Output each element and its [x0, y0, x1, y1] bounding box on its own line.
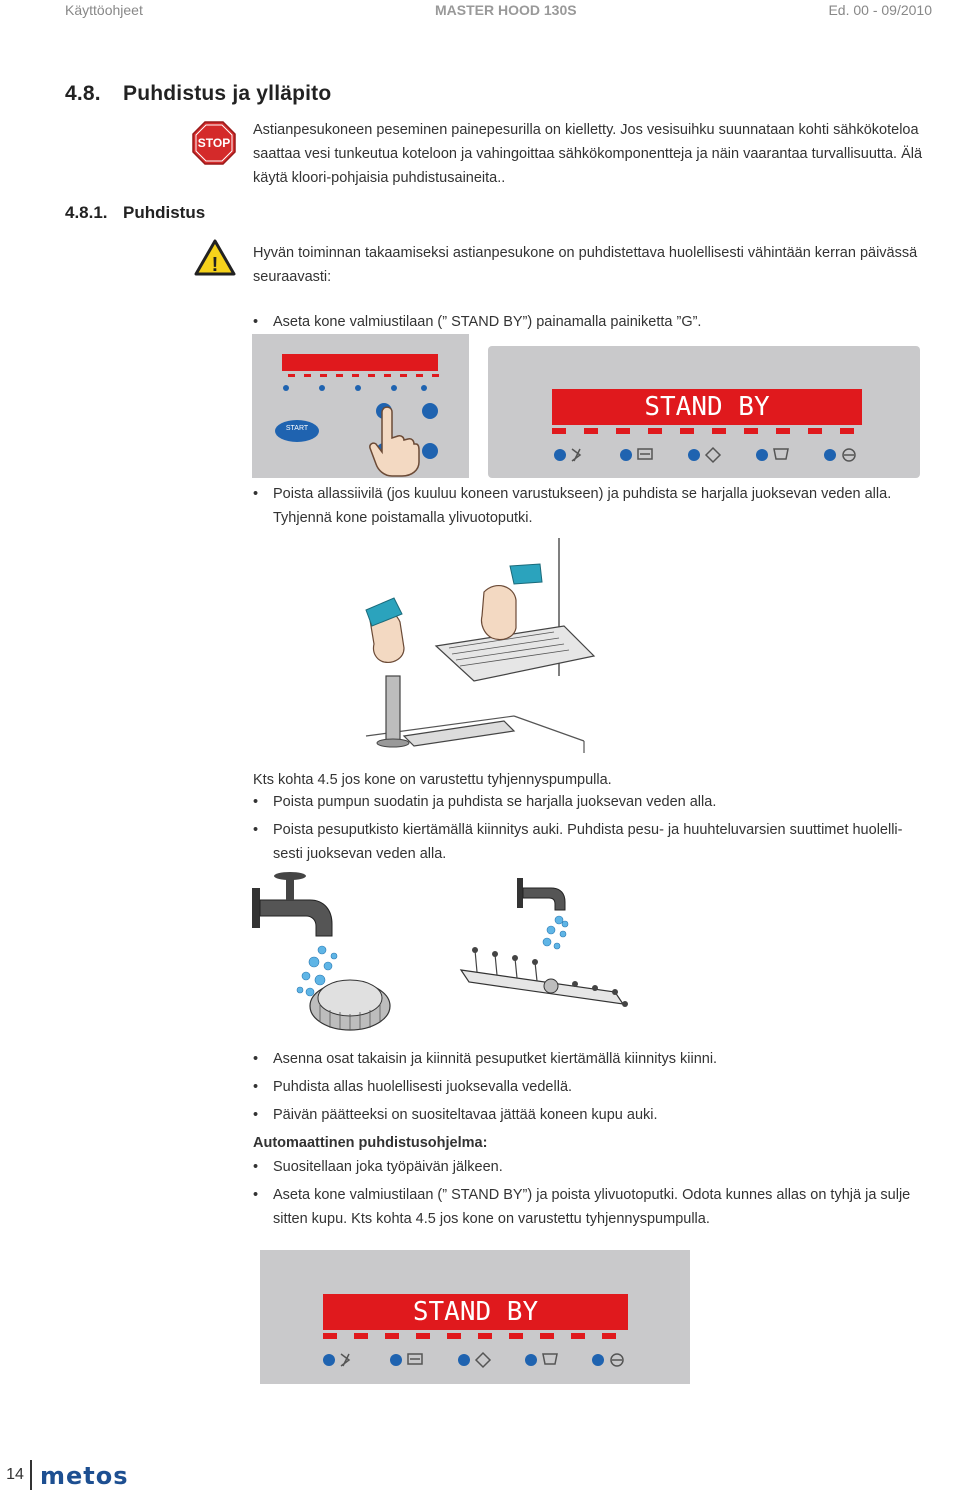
control-panel-large: STAND BY — [488, 346, 920, 478]
bullet-leave-hood-open: Päivän päätteeksi on suositeltavaa jättä… — [253, 1103, 658, 1127]
header-manual-type: Käyttöohjeet — [65, 2, 143, 18]
pump-note: Kts kohta 4.5 jos kone on varustettu tyh… — [253, 772, 612, 788]
control-panel-small-graphics — [275, 374, 439, 459]
subsection-number: 4.8.1. — [65, 203, 108, 222]
warning-triangle-icon: ! — [194, 239, 236, 276]
bullet-remove-filter: Poista allassiivilä (jos kuuluu koneen v… — [253, 482, 891, 530]
subsection-title-text: Puhdistus — [123, 203, 206, 222]
warning-sign-text: ! — [212, 254, 219, 276]
subsection-title: 4.8.1. Puhdistus — [65, 203, 205, 223]
bullet-line: Aseta kone valmiustilaan (” STAND BY”) j… — [273, 1187, 911, 1203]
stop-sign-text: STOP — [198, 136, 230, 150]
filter-removal-illustration — [365, 538, 596, 753]
tap-wash-arm-illustration — [459, 878, 628, 1007]
tap-filter-illustration — [252, 872, 391, 1031]
paragraph-line: saattaa vesi tunkeutua koteloon ja vahin… — [253, 146, 923, 162]
section-title-text: Puhdistus ja ylläpito — [123, 82, 332, 105]
paragraph-stop-warning: Astianpesukoneen peseminen painepesurill… — [253, 118, 922, 190]
auto-cleaning-heading: Automaattinen puhdistusohjelma: — [253, 1135, 488, 1151]
control-panel-small: START — [252, 334, 469, 478]
start-button-label: START — [285, 425, 309, 432]
bullet-standby: Aseta kone valmiustilaan (” STAND BY”) p… — [253, 310, 701, 334]
bullet-line: sesti juoksevan veden alla. — [273, 846, 447, 862]
bullet-auto-procedure: Aseta kone valmiustilaan (” STAND BY”) j… — [253, 1183, 910, 1231]
section-number: 4.8. — [65, 82, 101, 105]
pointing-hand-icon — [369, 406, 420, 477]
stop-sign-icon: STOP — [192, 121, 236, 165]
bullet-clean-tank: Puhdista allas huolellisesti juoksevalla… — [253, 1075, 572, 1099]
paragraph-line: käytä kloori-pohjaisia puhdistusaineita.… — [253, 170, 506, 186]
bullet-line: Poista allassiivilä (jos kuuluu koneen v… — [273, 486, 892, 502]
lcd-display-bottom: STAND BY — [323, 1294, 628, 1330]
bullet-reassemble: Asenna osat takaisin ja kiinnitä pesuput… — [253, 1047, 717, 1071]
bullet-line: sitten kupu. Kts kohta 4.5 jos kone on v… — [273, 1211, 710, 1227]
control-panel-bottom-graphics — [323, 1333, 624, 1369]
paragraph-line: seuraavasti: — [253, 269, 332, 285]
paragraph-daily-cleaning: Hyvän toiminnan takaamiseksi astianpesuk… — [253, 241, 917, 289]
header-edition: Ed. 00 - 09/2010 — [828, 2, 932, 18]
bullet-line: Tyhjennä kone poistamalla ylivuotoputki. — [273, 510, 533, 526]
control-panel-large-graphics — [552, 428, 856, 464]
bullet-line: Poista pesuputkisto kiertämällä kiinnity… — [273, 822, 903, 838]
paragraph-line: Hyvän toiminnan takaamiseksi astianpesuk… — [253, 245, 918, 261]
metos-logo: metos — [40, 1464, 129, 1489]
page-number: 14 — [6, 1466, 24, 1483]
display-small — [282, 354, 438, 371]
bullet-pump-filter: Poista pumpun suodatin ja puhdista se ha… — [253, 790, 716, 814]
header-product-name: MASTER HOOD 130S — [435, 2, 577, 18]
control-panel-bottom: STAND BY — [260, 1250, 690, 1384]
bullet-auto-recommended: Suositellaan joka työpäivän jälkeen. — [253, 1155, 503, 1179]
bullet-wash-arms: Poista pesuputkisto kiertämällä kiinnity… — [253, 818, 902, 866]
brand-name: metos — [40, 1462, 129, 1490]
section-title: 4.8. Puhdistus ja ylläpito — [65, 82, 331, 106]
lcd-display: STAND BY — [552, 389, 862, 425]
footer-divider — [30, 1460, 32, 1490]
paragraph-line: Astianpesukoneen peseminen painepesurill… — [253, 122, 919, 138]
